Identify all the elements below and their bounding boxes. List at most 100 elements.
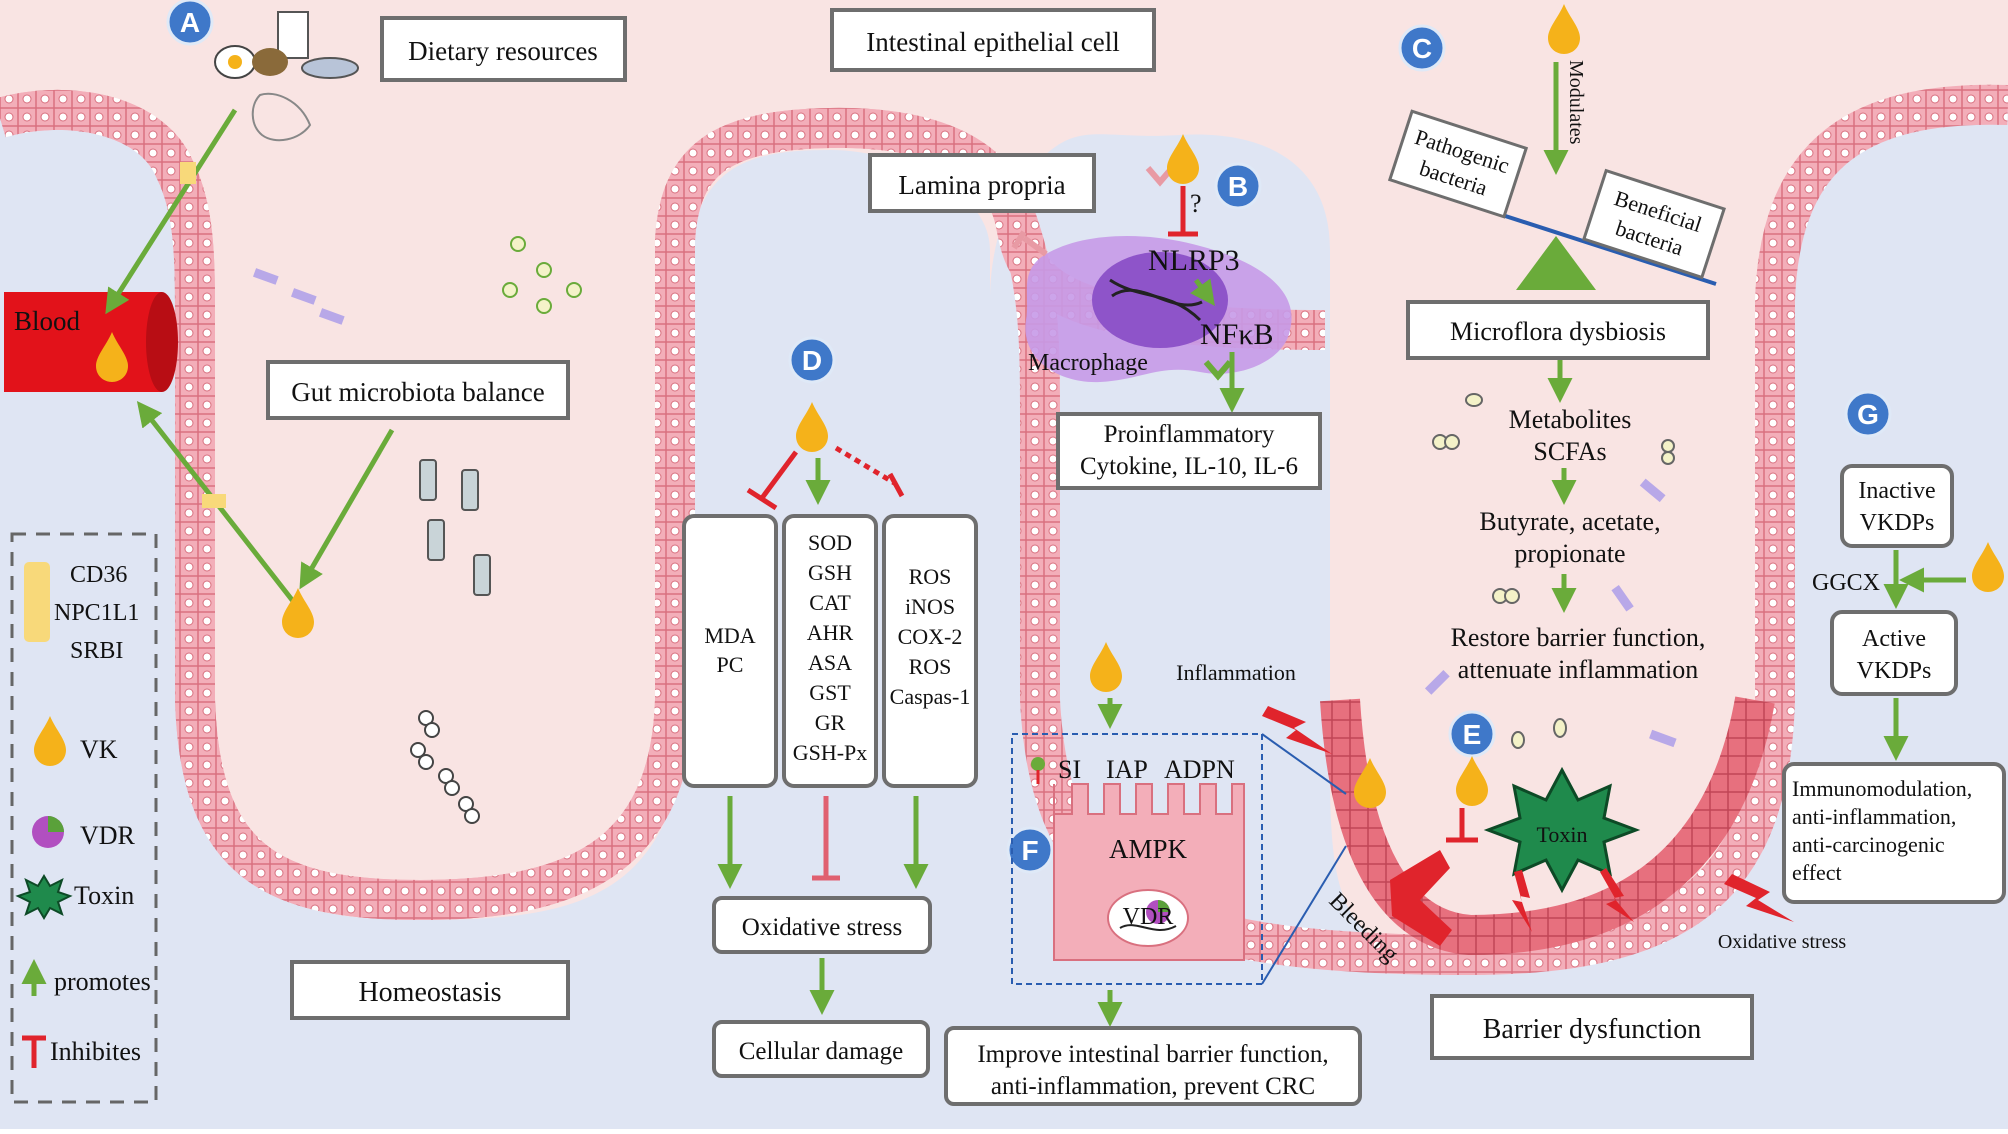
dysbiosis-box: Microflora dysbiosis xyxy=(1406,300,1710,360)
lumen-area xyxy=(0,0,2008,960)
panel-label-e: E xyxy=(1448,710,1496,758)
epithelium-damaged xyxy=(1320,696,1775,956)
svg-text:Gut microbiota balance: Gut microbiota balance xyxy=(291,377,544,407)
barrier-dysfunction-box: Barrier dysfunction xyxy=(1430,994,1754,1060)
svg-text:GR: GR xyxy=(815,710,846,735)
dietary-resources-box: Dietary resources xyxy=(380,16,627,82)
balance-fulcrum xyxy=(1516,236,1596,290)
panel-label-c: C xyxy=(1398,24,1446,72)
svg-text:Toxin: Toxin xyxy=(1536,822,1587,847)
svg-text:AHR: AHR xyxy=(807,620,854,645)
active-vkdps-box: Active VKDPs xyxy=(1830,610,1958,696)
bacteria-cocci xyxy=(502,236,582,314)
svg-text:SOD: SOD xyxy=(808,530,852,555)
svg-text:Active: Active xyxy=(1862,626,1926,652)
svg-text:E: E xyxy=(1463,719,1482,750)
panel-label-b: B xyxy=(1214,162,1262,210)
inhibit-bar-d1 xyxy=(746,487,778,511)
svg-text:ASA: ASA xyxy=(808,650,852,675)
svg-text:Inhibites: Inhibites xyxy=(50,1037,141,1066)
zoom-line-bottom xyxy=(1261,845,1347,985)
svg-text:VK: VK xyxy=(80,735,118,764)
svg-text:Restore barrier function,: Restore barrier function, xyxy=(1451,623,1706,652)
svg-text:VDR: VDR xyxy=(80,821,136,850)
metabolite-particles xyxy=(1432,393,1675,749)
panel-f-frame xyxy=(1011,733,1263,985)
svg-text:Dietary resources: Dietary resources xyxy=(408,36,598,66)
bacteria-diplococci xyxy=(410,710,480,824)
svg-text:Improve intestinal barrier fun: Improve intestinal barrier function, xyxy=(977,1041,1328,1068)
svg-text:Immunomodulation,: Immunomodulation, xyxy=(1792,776,1972,801)
svg-text:Oxidative stress: Oxidative stress xyxy=(1718,931,1847,953)
svg-text:attenuate inflammation: attenuate inflammation xyxy=(1458,655,1698,684)
svg-text:VKDPs: VKDPs xyxy=(1860,510,1935,536)
svg-text:promotes: promotes xyxy=(54,967,151,996)
bleeding-tear xyxy=(1390,850,1452,946)
toxin-star: Toxin xyxy=(1483,766,1641,894)
svg-text:Proinflammatory: Proinflammatory xyxy=(1104,421,1275,448)
legend-vdr-icon xyxy=(32,816,64,848)
svg-text:VKDPs: VKDPs xyxy=(1857,658,1932,684)
purple-fragments xyxy=(253,268,1677,748)
svg-text:effect: effect xyxy=(1792,860,1842,885)
transporter-bottom xyxy=(202,494,226,508)
svg-text:B: B xyxy=(1228,171,1248,202)
svg-text:ROS: ROS xyxy=(909,654,952,679)
panel-label-f: F xyxy=(1006,826,1054,874)
svg-text:GGCX: GGCX xyxy=(1812,570,1880,596)
svg-text:iNOS: iNOS xyxy=(905,594,955,619)
svg-text:C: C xyxy=(1412,33,1432,64)
svg-text:Metabolites: Metabolites xyxy=(1509,405,1632,434)
improve-box: Improve intestinal barrier function, ant… xyxy=(944,1026,1362,1106)
svg-text:SI: SI xyxy=(1058,755,1081,784)
mda-box: MDA PC xyxy=(682,514,778,788)
inhibit-bar-d3 xyxy=(887,472,905,498)
zoom-line-top xyxy=(1261,733,1347,795)
svg-text:VDR: VDR xyxy=(1123,904,1174,930)
lightning-oxidative xyxy=(1724,874,1794,922)
oxidative-stress-box: Oxidative stress xyxy=(712,896,932,954)
svg-text:ADPN: ADPN xyxy=(1164,755,1235,784)
lightning-toxin-1 xyxy=(1512,870,1532,932)
svg-text:ROS: ROS xyxy=(909,564,952,589)
svg-text:Homeostasis: Homeostasis xyxy=(358,977,501,1008)
legend: CD36 NPC1L1 SRBI VK VDR Toxin promotes I… xyxy=(10,532,158,1104)
svg-text:Macrophage: Macrophage xyxy=(1028,350,1148,376)
svg-text:GSH: GSH xyxy=(808,560,852,585)
svg-text:Barrier dysfunction: Barrier dysfunction xyxy=(1483,1014,1702,1045)
svg-text:GST: GST xyxy=(809,680,851,705)
lamina-propria-box: Lamina propria xyxy=(868,153,1096,213)
svg-text:GSH-Px: GSH-Px xyxy=(793,740,868,765)
gut-balance-box: Gut microbiota balance xyxy=(266,360,570,420)
svg-text:Butyrate, acetate,: Butyrate, acetate, xyxy=(1479,507,1660,536)
svg-text:Toxin: Toxin xyxy=(74,881,134,910)
svg-text:Modulates: Modulates xyxy=(1565,60,1587,145)
panel-label-g: G xyxy=(1844,390,1892,438)
svg-text:SRBI: SRBI xyxy=(70,638,123,664)
si-icon xyxy=(1031,757,1045,784)
svg-text:Blood: Blood xyxy=(14,306,81,336)
inhibit-dashed-d xyxy=(834,445,898,487)
svg-text:MDA: MDA xyxy=(704,623,755,648)
svg-text:SCFAs: SCFAs xyxy=(1533,437,1606,466)
svg-text:anti-inflammation,: anti-inflammation, xyxy=(1792,804,1956,829)
svg-text:CD36: CD36 xyxy=(70,562,127,588)
svg-text:anti-carcinogenic: anti-carcinogenic xyxy=(1792,832,1945,857)
arrow-balance-to-vk xyxy=(299,428,395,590)
svg-text:Oxidative stress: Oxidative stress xyxy=(742,914,902,941)
svg-text:?: ? xyxy=(1190,189,1202,218)
svg-text:Caspas-1: Caspas-1 xyxy=(890,684,971,709)
svg-text:NLRP3: NLRP3 xyxy=(1148,244,1240,277)
svg-text:D: D xyxy=(802,345,822,376)
svg-text:propionate: propionate xyxy=(1514,539,1625,568)
food-icons xyxy=(214,11,359,142)
transporter-top xyxy=(180,162,196,184)
svg-text:Microflora dysbiosis: Microflora dysbiosis xyxy=(1450,317,1666,346)
legend-toxin-icon xyxy=(15,874,73,920)
svg-text:Cytokine, IL-10, IL-6: Cytokine, IL-10, IL-6 xyxy=(1080,453,1298,480)
macrophage xyxy=(1011,166,1292,383)
svg-text:Inflammation: Inflammation xyxy=(1176,660,1296,685)
bacteria-rods xyxy=(419,459,491,596)
arrow-diet-to-blood xyxy=(105,108,238,315)
